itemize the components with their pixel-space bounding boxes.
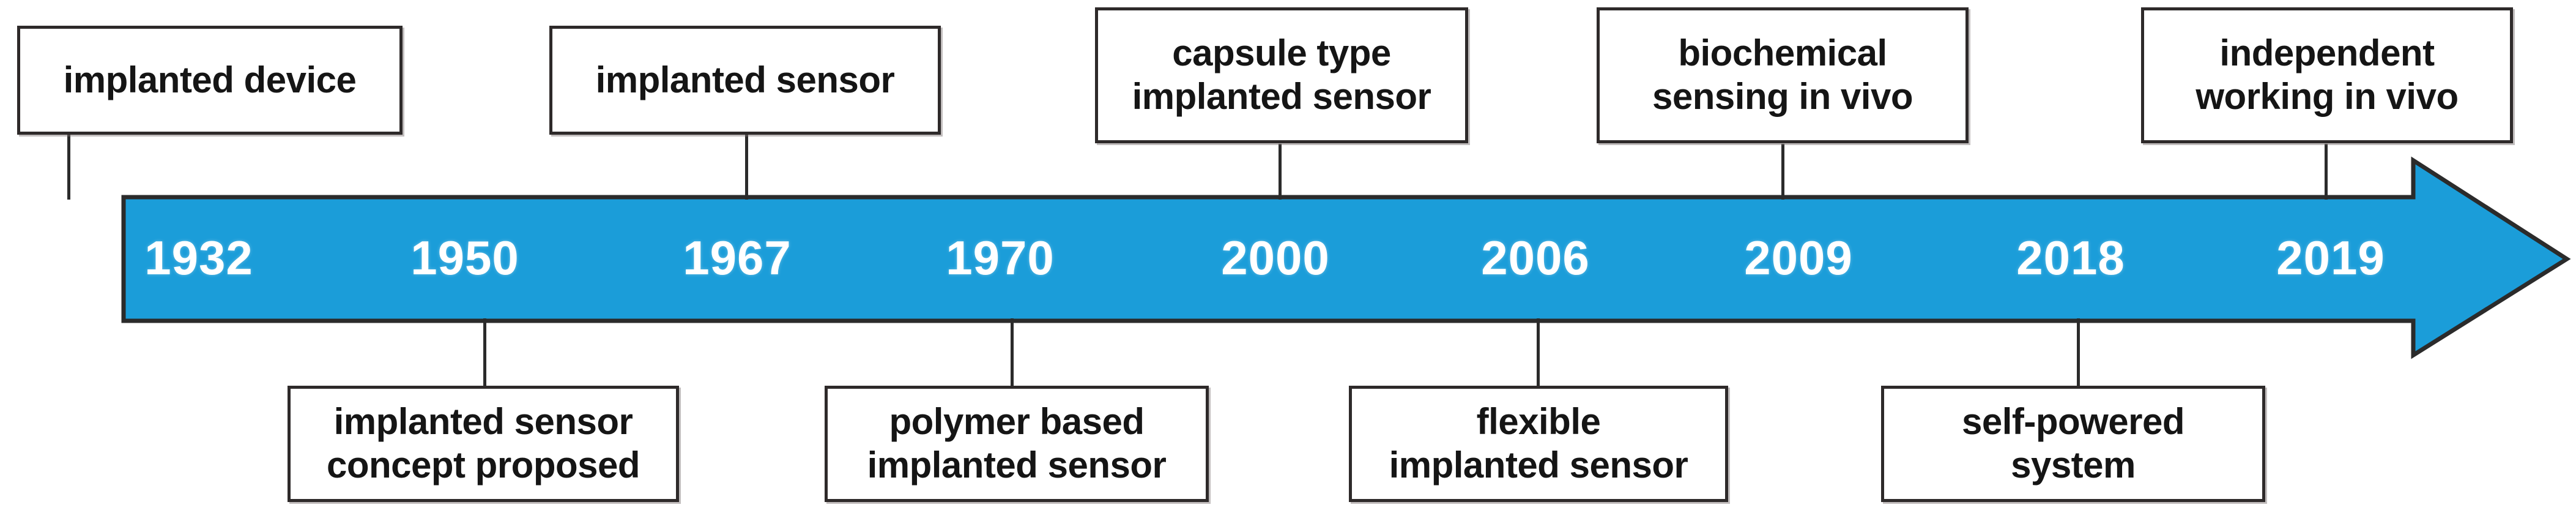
connector-line-1970 (1011, 318, 1014, 386)
year-label-2006: 2006 (1481, 231, 1590, 285)
event-box-implanted-device[interactable]: implanted device (17, 26, 403, 135)
connector-line-2018 (2077, 318, 2080, 386)
event-box-polymer-based-implanted-sensor[interactable]: polymer based implanted sensor (825, 386, 1209, 502)
event-label: implanted device (63, 59, 357, 100)
event-label: implanted sensor concept proposed (326, 401, 640, 486)
connector-line-1967 (745, 133, 748, 200)
event-box-self-powered-system[interactable]: self-powered system (1881, 386, 2265, 502)
year-label-1970: 1970 (946, 231, 1055, 285)
year-label-1967: 1967 (683, 231, 792, 285)
connector-line-1950 (483, 318, 486, 386)
event-label: implanted sensor (595, 59, 895, 100)
connector-line-2019 (2325, 144, 2328, 200)
year-label-1932: 1932 (144, 231, 253, 285)
event-box-biochemical-sensing-in-vivo[interactable]: biochemical sensing in vivo (1597, 7, 1969, 143)
event-label: polymer based implanted sensor (867, 401, 1167, 486)
event-box-implanted-sensor[interactable]: implanted sensor (549, 26, 941, 135)
year-label-2000: 2000 (1221, 231, 1330, 285)
connector-line-1932 (67, 133, 70, 200)
event-label: biochemical sensing in vivo (1652, 32, 1913, 117)
event-box-implanted-sensor-concept-proposed[interactable]: implanted sensor concept proposed (288, 386, 679, 502)
year-label-2009: 2009 (1744, 231, 1853, 285)
event-box-capsule-type-implanted-sensor[interactable]: capsule type implanted sensor (1095, 7, 1468, 143)
year-label-2019: 2019 (2276, 231, 2385, 285)
connector-line-2006 (1537, 318, 1540, 386)
event-box-independent-working-in-vivo[interactable]: independent working in vivo (2141, 7, 2513, 143)
connector-line-2000 (1279, 144, 1282, 200)
event-box-flexible-implanted-sensor[interactable]: flexible implanted sensor (1349, 386, 1728, 502)
event-label: self-powered system (1961, 401, 2185, 486)
year-label-1950: 1950 (410, 231, 519, 285)
year-label-2018: 2018 (2016, 231, 2125, 285)
event-label: independent working in vivo (2196, 32, 2459, 117)
event-label: flexible implanted sensor (1389, 401, 1688, 486)
connector-line-2009 (1781, 144, 1784, 200)
event-label: capsule type implanted sensor (1132, 32, 1431, 117)
